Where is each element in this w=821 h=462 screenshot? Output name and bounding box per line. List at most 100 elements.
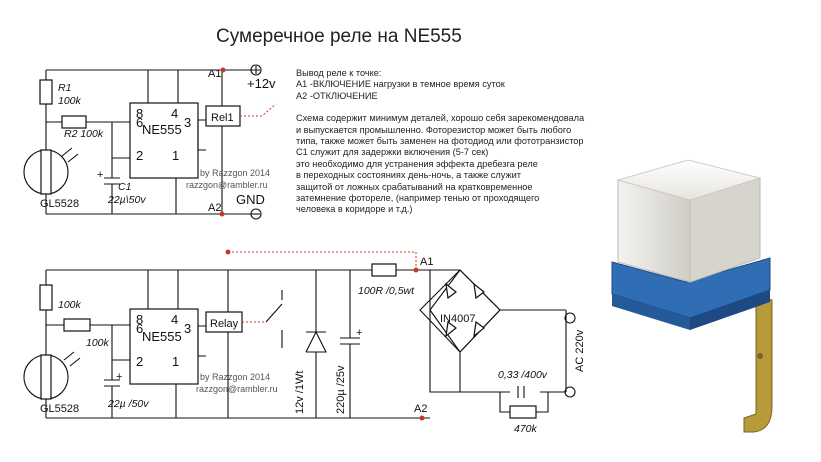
pin-2: 2 xyxy=(136,354,143,369)
ac-terminal-1 xyxy=(564,312,576,324)
desc-line: в переходных состояниях день-ночь, а так… xyxy=(296,170,521,181)
pin-8: 8 xyxy=(136,312,143,327)
c1-plus: + xyxy=(97,169,103,181)
ne555-chip xyxy=(129,308,199,385)
capacitor-220 xyxy=(340,270,360,418)
a2-point xyxy=(419,415,425,421)
module-base-side xyxy=(690,290,770,330)
desc-line: защитой от ложных срабатываний на кратко… xyxy=(296,181,533,192)
capacitor xyxy=(104,360,120,418)
pin-3: 3 xyxy=(184,115,191,130)
photoresistor-label: GL5528 xyxy=(40,403,79,415)
description-text: Вывод реле к точке: A1 -ВКЛЮЧЕНИЕ нагруз… xyxy=(296,68,626,216)
relay-contact xyxy=(240,103,277,117)
photoresistor-label: GL5528 xyxy=(40,198,79,210)
r-100-resistor xyxy=(371,263,397,277)
pin-1: 1 xyxy=(172,354,179,369)
pin-1: 1 xyxy=(172,148,179,163)
chip-label: NE555 xyxy=(142,122,182,137)
wire xyxy=(111,121,130,159)
relay-label: Rel1 xyxy=(211,112,234,124)
desc-line: A1 -ВКЛЮЧЕНИЕ нагрузки в темное время су… xyxy=(296,79,505,90)
diode xyxy=(445,320,457,338)
relay-contact xyxy=(265,290,283,348)
light-arrows xyxy=(61,147,79,163)
desc-line: Вывод реле к точке: xyxy=(296,68,382,78)
chip-label: NE555 xyxy=(142,329,182,344)
res-label: 100R /0,5wt xyxy=(358,285,415,297)
ac-wire xyxy=(459,309,567,393)
credit-line-2: razzgon@rambler.ru xyxy=(196,384,278,394)
a1-dashed-link xyxy=(228,251,417,270)
pin-4: 4 xyxy=(171,312,178,327)
plus-terminal xyxy=(250,64,262,76)
photoresistor-body xyxy=(40,149,52,195)
a1-point xyxy=(220,67,226,73)
zener-label: 12v /1Wt xyxy=(294,371,306,414)
r2-value: 100k xyxy=(86,337,110,349)
diode xyxy=(473,320,485,338)
credit-line-1: by Razzgon 2014 xyxy=(200,168,270,178)
ac-terminal-2 xyxy=(564,386,576,398)
module-body-top xyxy=(616,159,762,201)
a2-label: A2 xyxy=(414,403,427,415)
cap2-label: 220µ /25v xyxy=(335,365,347,414)
cap2-plus: + xyxy=(356,327,362,339)
bracket-hole xyxy=(757,353,763,359)
desc-line: человека в коридоре и т.д.) xyxy=(296,204,413,215)
vplus-label: +12v xyxy=(247,76,276,91)
mounting-bracket xyxy=(743,295,773,433)
desc-line: Схема содержит минимум деталей, хорошо с… xyxy=(296,113,585,124)
pin-8: 8 xyxy=(136,106,143,121)
r-470k-resistor xyxy=(509,405,537,419)
photo-relay-module xyxy=(611,159,773,433)
c-value: 22µ /50v xyxy=(107,398,149,410)
desc-line: и выпускается промышленно. Фоторезистор … xyxy=(296,124,572,135)
zener-diode xyxy=(305,270,327,418)
diagram-1: R1 100k R2 100k GL5528 C1 22µ\50v + NE55… xyxy=(23,64,277,220)
r1-resistor xyxy=(39,79,53,105)
cap3-label: 0,33 /400v xyxy=(498,369,548,381)
r2-label: R2 100k xyxy=(64,128,104,140)
credit-line-2: razzgon@rambler.ru xyxy=(186,180,268,190)
relay-link-point xyxy=(225,249,231,255)
desc-line: это необходимо для устранения эффекта др… xyxy=(296,158,538,169)
diode xyxy=(473,282,485,300)
gnd-label: GND xyxy=(236,192,265,207)
light-arrows xyxy=(63,351,81,367)
c-plus: + xyxy=(116,371,122,383)
res2-label: 470k xyxy=(514,423,538,435)
c1-capacitor xyxy=(104,158,120,214)
relay-label: Relay xyxy=(210,318,239,330)
desc-line: A2 -ОТКЛЮЧЕНИЕ xyxy=(296,90,378,101)
a2-label: A2 xyxy=(208,202,221,214)
wire xyxy=(499,392,549,413)
diode xyxy=(445,282,457,300)
pin-3: 3 xyxy=(184,321,191,336)
diode-bridge xyxy=(419,269,501,353)
plus-sign xyxy=(252,66,260,74)
c1-value: 22µ\50v xyxy=(107,194,146,206)
a2-point xyxy=(219,211,225,217)
pin-6: 6 xyxy=(136,115,143,130)
diagram-2: 100k 100k GL5528 + 22µ /50v NE555 8 4 6 … xyxy=(23,249,586,435)
a1-point xyxy=(413,267,419,273)
r2-resistor xyxy=(63,318,91,332)
r1-value: 100k xyxy=(58,299,82,311)
module-base-side xyxy=(612,294,690,330)
pin-4: 4 xyxy=(171,106,178,121)
a1-label: A1 xyxy=(208,68,221,80)
pin-6: 6 xyxy=(136,321,143,336)
wire xyxy=(111,324,130,361)
bridge-label: IN4007 xyxy=(440,313,475,325)
credit-line-1: by Razzgon 2014 xyxy=(200,372,270,382)
capacitor-033 xyxy=(517,386,525,398)
a1-label: A1 xyxy=(420,256,433,268)
photoresistor-body xyxy=(40,354,52,400)
r1-value: 100k xyxy=(58,95,82,107)
page-title: Сумеречное реле на NE555 xyxy=(216,26,462,47)
r1-label: R1 xyxy=(58,82,71,94)
r2-resistor xyxy=(61,115,87,129)
gnd-terminal xyxy=(250,208,262,220)
